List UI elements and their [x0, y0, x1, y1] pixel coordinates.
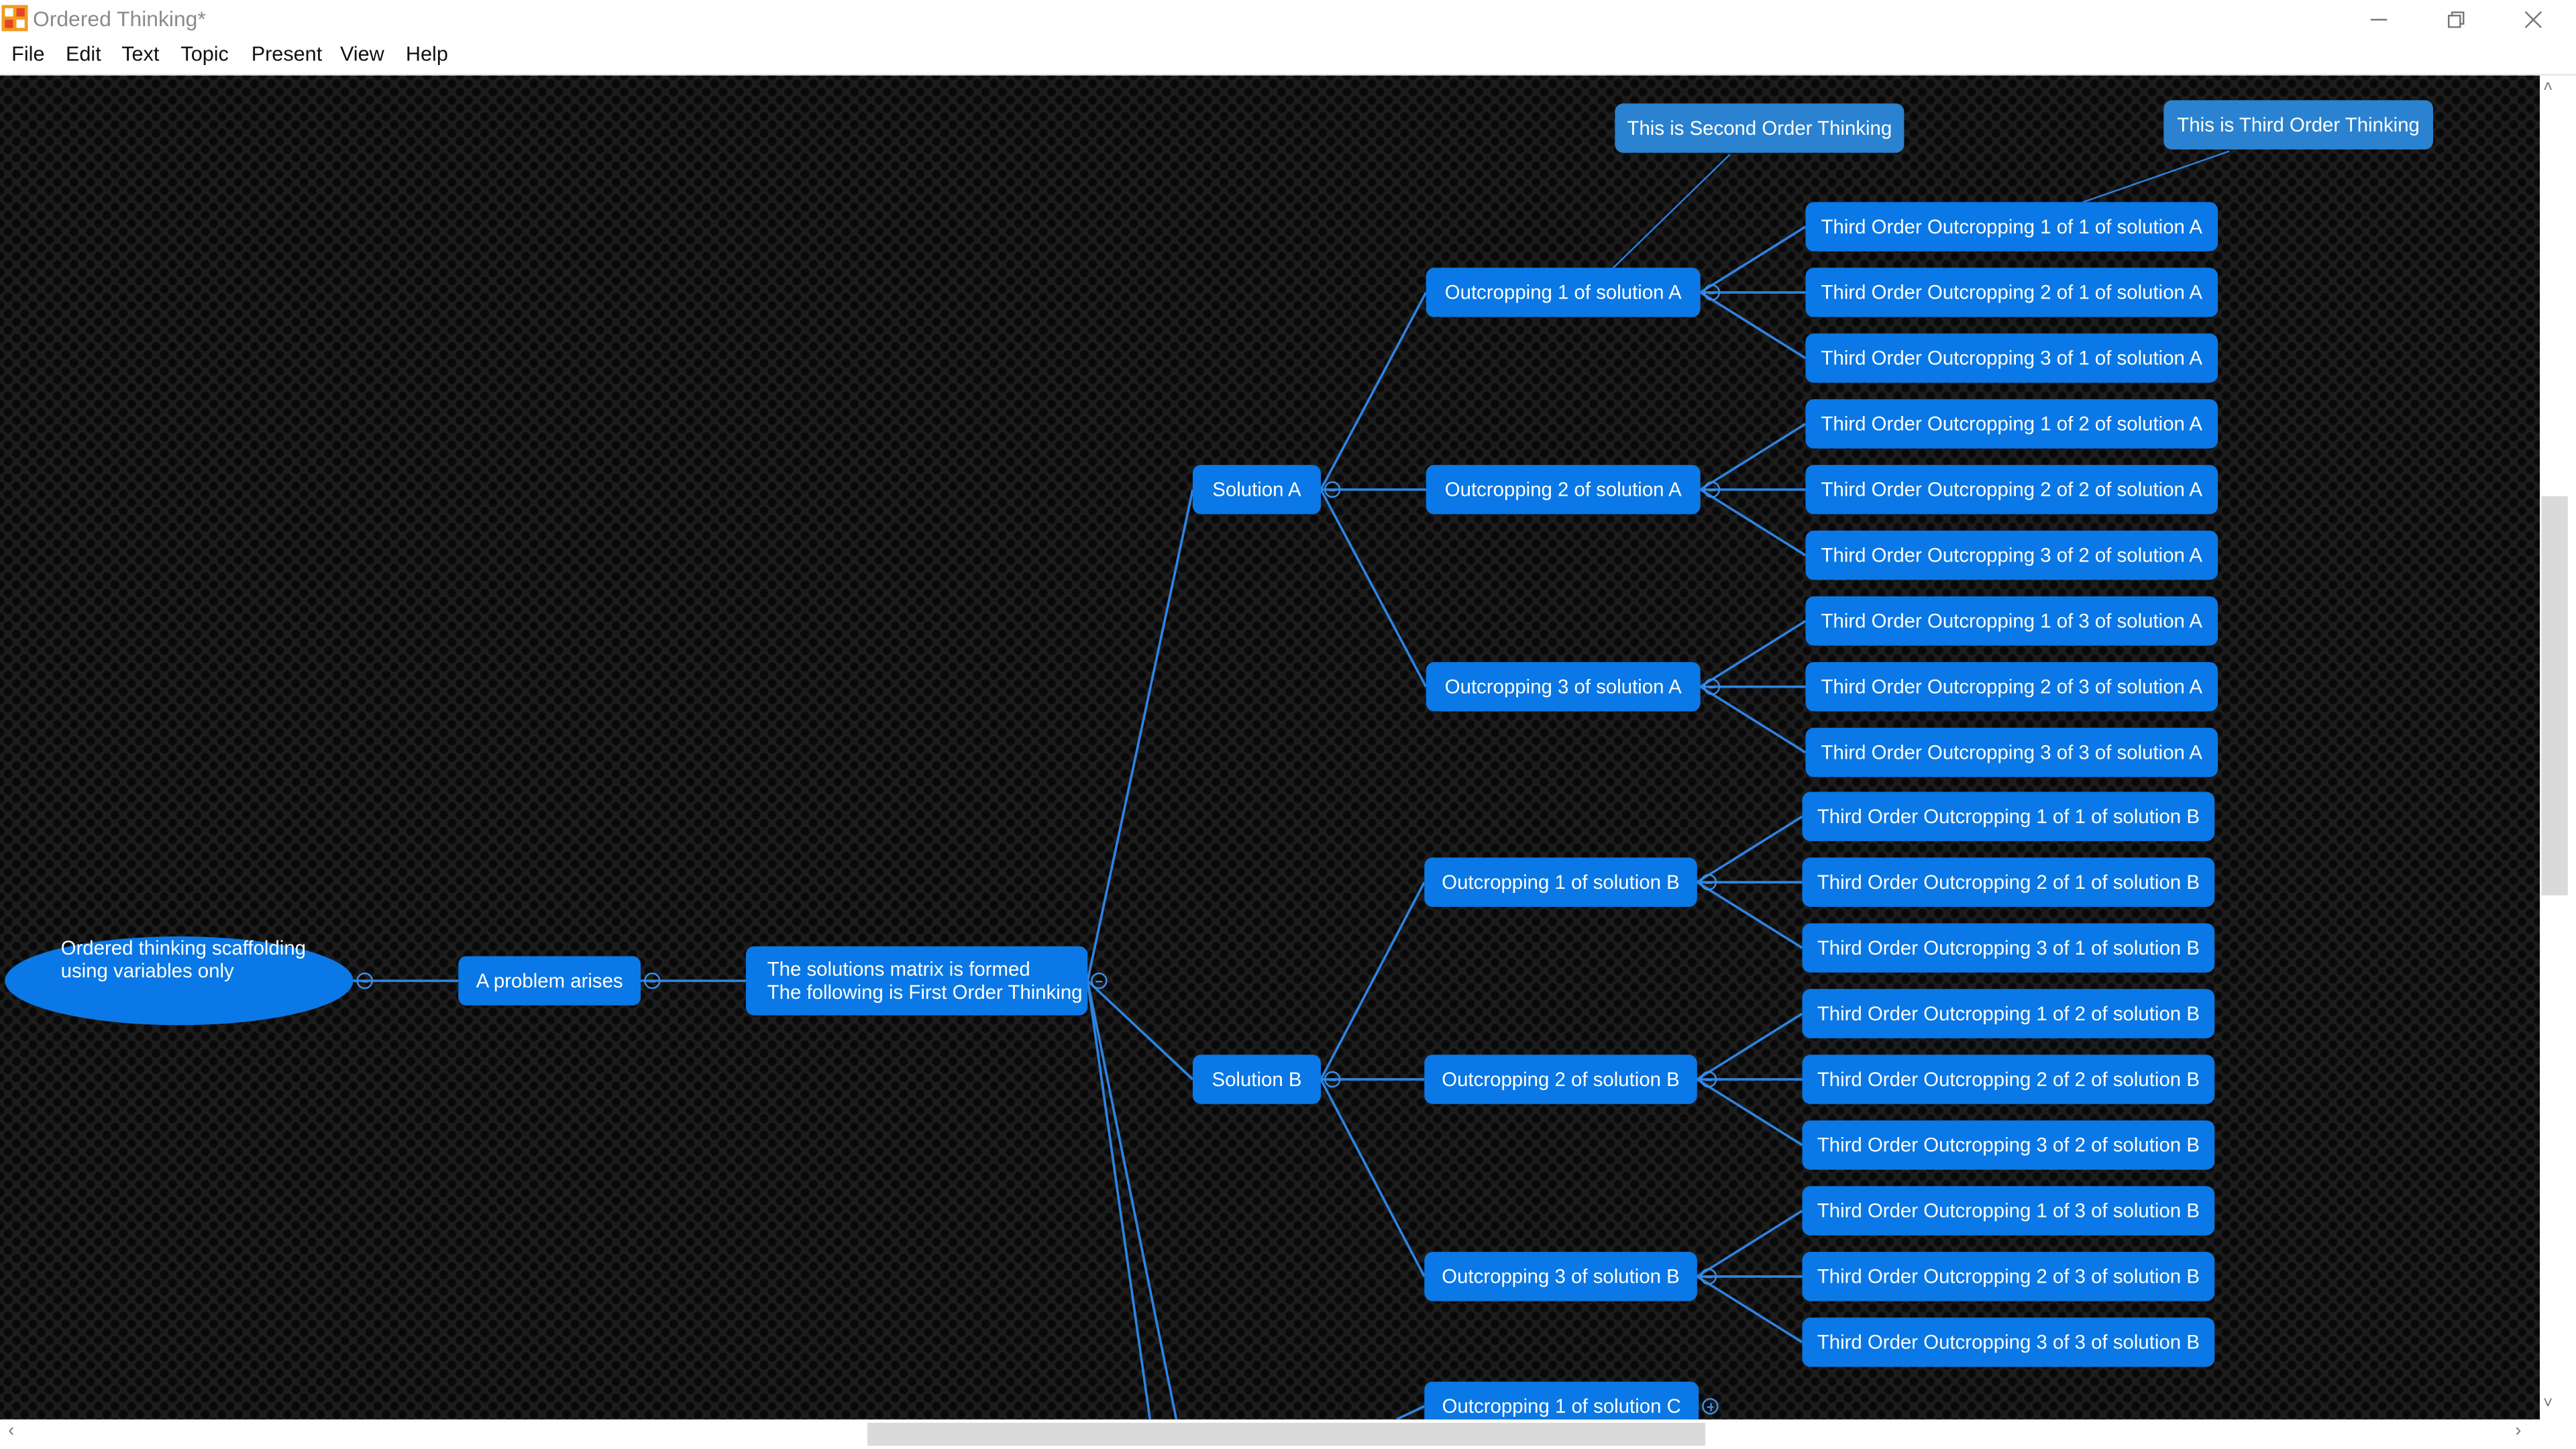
collapse-toggle-icon[interactable] — [1324, 1071, 1341, 1088]
connector-lines — [353, 150, 2230, 1419]
scroll-down-arrow-icon[interactable]: ˅ — [2543, 1395, 2553, 1413]
collapse-toggle-icon[interactable] — [1324, 481, 1341, 498]
central-topic[interactable]: Ordered thinking scaffolding using varia… — [5, 936, 354, 1026]
menu-bar: File Edit Text Topic Present View Help — [0, 38, 2576, 76]
menu-present[interactable]: Present — [251, 42, 323, 66]
close-icon — [2525, 10, 2542, 28]
topic-third-order[interactable]: Third Order Outcropping 1 of 3 of soluti… — [1802, 1186, 2215, 1236]
topic-third-order[interactable]: Third Order Outcropping 3 of 3 of soluti… — [1802, 1318, 2215, 1367]
topic-third-order[interactable]: Third Order Outcropping 3 of 3 of soluti… — [1805, 727, 2218, 777]
minimize-icon — [2370, 17, 2387, 20]
topic-third-order[interactable]: Third Order Outcropping 1 of 1 of soluti… — [1805, 202, 2218, 252]
minimize-button[interactable] — [2341, 0, 2417, 38]
topic-third-order[interactable]: Third Order Outcropping 3 of 1 of soluti… — [1805, 333, 2218, 383]
central-topic-line1: Ordered thinking scaffolding — [60, 936, 307, 960]
scroll-right-arrow-icon[interactable]: › — [2515, 1421, 2522, 1441]
topic-problem[interactable]: A problem arises — [458, 956, 641, 1006]
restore-button[interactable] — [2418, 0, 2494, 38]
scroll-up-arrow-icon[interactable]: ˄ — [2543, 78, 2553, 97]
collapse-toggle-icon[interactable] — [1703, 481, 1721, 498]
scroll-left-arrow-icon[interactable]: ‹ — [8, 1421, 15, 1441]
topic-outcropping[interactable]: Outcropping 2 of solution A — [1426, 465, 1701, 515]
app-logo-icon — [1, 5, 28, 32]
collapse-toggle-icon[interactable] — [1700, 1071, 1717, 1088]
collapse-toggle-icon[interactable] — [644, 972, 661, 989]
collapse-toggle-icon[interactable] — [1091, 972, 1108, 989]
menu-view[interactable]: View — [339, 42, 384, 66]
menu-edit[interactable]: Edit — [65, 42, 101, 66]
title-bar: Ordered Thinking* — [0, 0, 2576, 38]
topic-solution-a[interactable]: Solution A — [1192, 465, 1321, 515]
collapse-toggle-icon[interactable] — [1700, 873, 1717, 891]
menu-help[interactable]: Help — [405, 42, 448, 66]
topic-third-order[interactable]: Third Order Outcropping 2 of 1 of soluti… — [1802, 857, 2215, 907]
topic-third-order[interactable]: Third Order Outcropping 3 of 1 of soluti… — [1802, 923, 2215, 973]
collapse-toggle-icon[interactable] — [1700, 1268, 1717, 1285]
topic-third-order[interactable]: Third Order Outcropping 3 of 2 of soluti… — [1805, 531, 2218, 580]
topic-third-order[interactable]: Third Order Outcropping 2 of 2 of soluti… — [1802, 1055, 2215, 1104]
topic-outcropping[interactable]: Outcropping 1 of solution C — [1424, 1381, 1699, 1419]
topic-outcropping[interactable]: Outcropping 2 of solution B — [1424, 1055, 1697, 1104]
topic-solutions-matrix[interactable]: The solutions matrix is formed The follo… — [745, 946, 1088, 1016]
horizontal-scroll-thumb[interactable] — [867, 1422, 1706, 1446]
mind-map-canvas[interactable]: This is Second Order Thinking This is Th… — [0, 75, 2540, 1419]
topic-third-order[interactable]: Third Order Outcropping 2 of 3 of soluti… — [1805, 661, 2218, 712]
menu-topic[interactable]: Topic — [180, 42, 229, 66]
topic-third-order[interactable]: Third Order Outcropping 2 of 1 of soluti… — [1805, 268, 2218, 317]
callout-second-order[interactable]: This is Second Order Thinking — [1615, 103, 1904, 153]
matrix-line1: The solutions matrix is formed — [767, 957, 1030, 981]
collapse-toggle-icon[interactable] — [356, 972, 373, 989]
callout-third-order[interactable]: This is Third Order Thinking — [2163, 100, 2433, 150]
expand-toggle-icon[interactable] — [1702, 1398, 1719, 1415]
topic-third-order[interactable]: Third Order Outcropping 1 of 3 of soluti… — [1805, 596, 2218, 646]
topic-third-order[interactable]: Third Order Outcropping 3 of 2 of soluti… — [1802, 1120, 2215, 1170]
collapse-toggle-icon[interactable] — [1703, 284, 1721, 301]
topic-outcropping[interactable]: Outcropping 1 of solution A — [1426, 268, 1701, 317]
topic-third-order[interactable]: Third Order Outcropping 2 of 2 of soluti… — [1805, 465, 2218, 515]
topic-outcropping[interactable]: Outcropping 1 of solution B — [1424, 857, 1697, 907]
matrix-line2: The following is First Order Thinking — [767, 981, 1083, 1004]
menu-text[interactable]: Text — [121, 42, 160, 66]
scrollbar-corner — [2540, 1419, 2576, 1449]
window-title: Ordered Thinking* — [32, 6, 206, 32]
vertical-scroll-thumb[interactable] — [2541, 496, 2568, 896]
topic-third-order[interactable]: Third Order Outcropping 1 of 1 of soluti… — [1802, 792, 2215, 841]
topic-third-order[interactable]: Third Order Outcropping 2 of 3 of soluti… — [1802, 1252, 2215, 1301]
topic-outcropping[interactable]: Outcropping 3 of solution A — [1426, 661, 1701, 712]
central-topic-line2: using variables only — [60, 959, 234, 983]
topic-third-order[interactable]: Third Order Outcropping 1 of 2 of soluti… — [1802, 989, 2215, 1038]
collapse-toggle-icon[interactable] — [1703, 678, 1721, 695]
close-button[interactable] — [2496, 0, 2571, 38]
topic-third-order[interactable]: Third Order Outcropping 1 of 2 of soluti… — [1805, 399, 2218, 449]
menu-file[interactable]: File — [11, 42, 45, 66]
topic-outcropping[interactable]: Outcropping 3 of solution B — [1424, 1252, 1697, 1301]
restore-icon — [2448, 10, 2465, 28]
topic-solution-b[interactable]: Solution B — [1192, 1055, 1321, 1104]
